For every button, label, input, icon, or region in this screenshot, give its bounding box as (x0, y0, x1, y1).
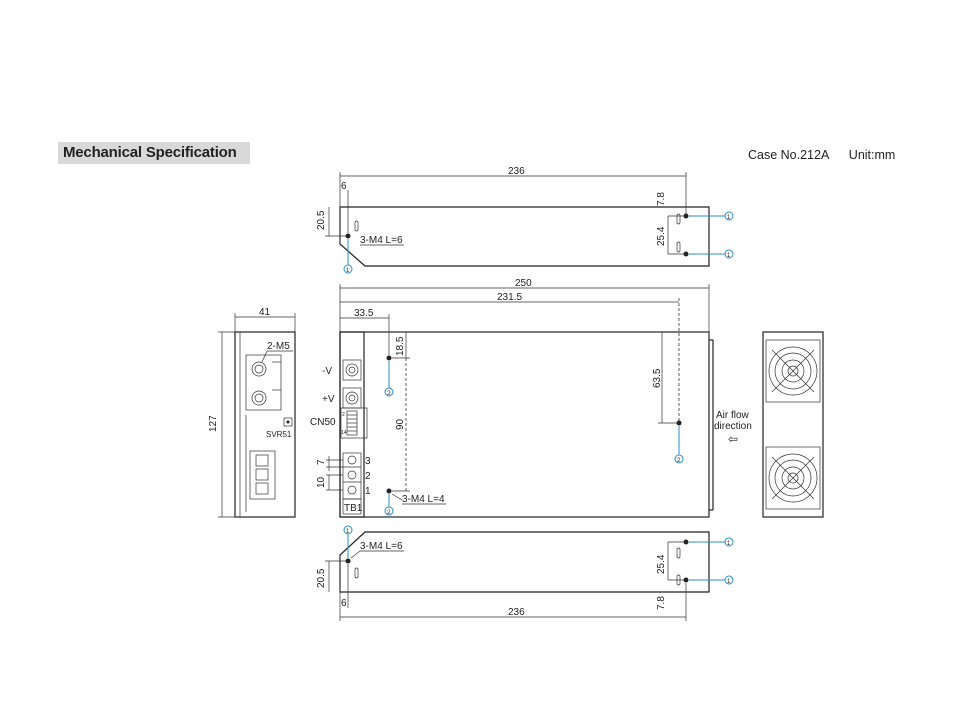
dim-front-63-5: 63.5 (652, 368, 663, 388)
label-cn50: CN50 (310, 417, 336, 428)
label-tb-pin1: 1 (365, 486, 371, 497)
cn-pin-14: 14 (341, 430, 347, 436)
label-tb1: TB1 (344, 503, 363, 514)
dim-tb-7: 7 (316, 459, 327, 465)
dim-top-7-8: 7.8 (656, 192, 667, 206)
dim-tb-10: 10 (316, 476, 327, 488)
cn-pin-2: 2 (342, 412, 345, 418)
label-pos-v: +V (322, 394, 335, 405)
case-info: Case No.212A Unit:mm (748, 148, 911, 162)
fan-side-outline (762, 331, 824, 518)
bottom-view: 236 6 20.5 25.4 7.8 3-M4 L=6 1 1 1 (316, 525, 734, 621)
case-number: Case No.212A (748, 148, 830, 162)
airflow-label-1: Air flow (716, 410, 750, 421)
dim-bot-236: 236 (508, 607, 525, 618)
dim-top-236: 236 (508, 166, 525, 177)
marker-top-right-2: 1 (727, 253, 731, 259)
marker-bot-right-2: 1 (727, 579, 731, 585)
marker-front-2: 2 (387, 510, 391, 516)
airflow-label-2: direction (714, 421, 752, 432)
marker-bot-left: 1 (346, 529, 350, 535)
airflow-arrow-icon: ⇦ (728, 432, 738, 446)
dim-top-25-4: 25.4 (656, 226, 667, 246)
dim-front-18-5: 18.5 (395, 336, 406, 356)
dim-bot-6: 6 (341, 598, 347, 609)
marker-bot-right-1: 1 (727, 541, 731, 547)
label-svr51: SVR51 (266, 430, 292, 439)
dim-bot-20-5: 20.5 (316, 568, 327, 588)
dim-bot-7-8: 7.8 (656, 596, 667, 610)
label-screw-front: 3-M4 L=4 (402, 494, 445, 505)
marker-top-left: 1 (346, 268, 350, 274)
unit-label: Unit:mm (848, 148, 896, 162)
dim-bot-25-4: 25.4 (656, 554, 667, 574)
front-view: 2 14 TB1 3 2 1 7 10 -V +V CN50 250 (310, 278, 752, 518)
label-neg-v: -V (322, 366, 332, 377)
marker-front-1: 2 (387, 391, 391, 397)
dim-front-231-5: 231.5 (497, 292, 522, 303)
side-view-left: 2-M5 SVR51 41 127 (208, 307, 296, 518)
dim-side-41: 41 (259, 307, 271, 318)
label-screw-bottom: 3-M4 L=6 (360, 541, 403, 552)
side-view-outline (234, 331, 296, 518)
dim-side-127: 127 (208, 415, 219, 432)
marker-top-right-1: 1 (727, 215, 731, 221)
page-title: Mechanical Specification (58, 142, 250, 164)
dim-top-20-5: 20.5 (316, 210, 327, 230)
dim-front-90: 90 (395, 418, 406, 430)
dim-front-250: 250 (515, 278, 532, 289)
marker-front-3: 2 (677, 458, 681, 464)
side-view-right-fans (762, 331, 824, 518)
top-view: 236 6 20.5 7.8 25.4 3-M4 L=6 1 1 1 (316, 166, 734, 274)
fan-top-icon (765, 339, 821, 403)
dim-front-33-5: 33.5 (354, 308, 374, 319)
label-tb-pin2: 2 (365, 471, 371, 482)
dim-top-6: 6 (341, 181, 347, 192)
label-tb-pin3: 3 (365, 456, 371, 467)
bottom-view-outline (339, 531, 710, 593)
label-m5: 2-M5 (267, 341, 290, 352)
fan-bottom-icon (765, 446, 821, 510)
label-screw-top: 3-M4 L=6 (360, 235, 403, 246)
